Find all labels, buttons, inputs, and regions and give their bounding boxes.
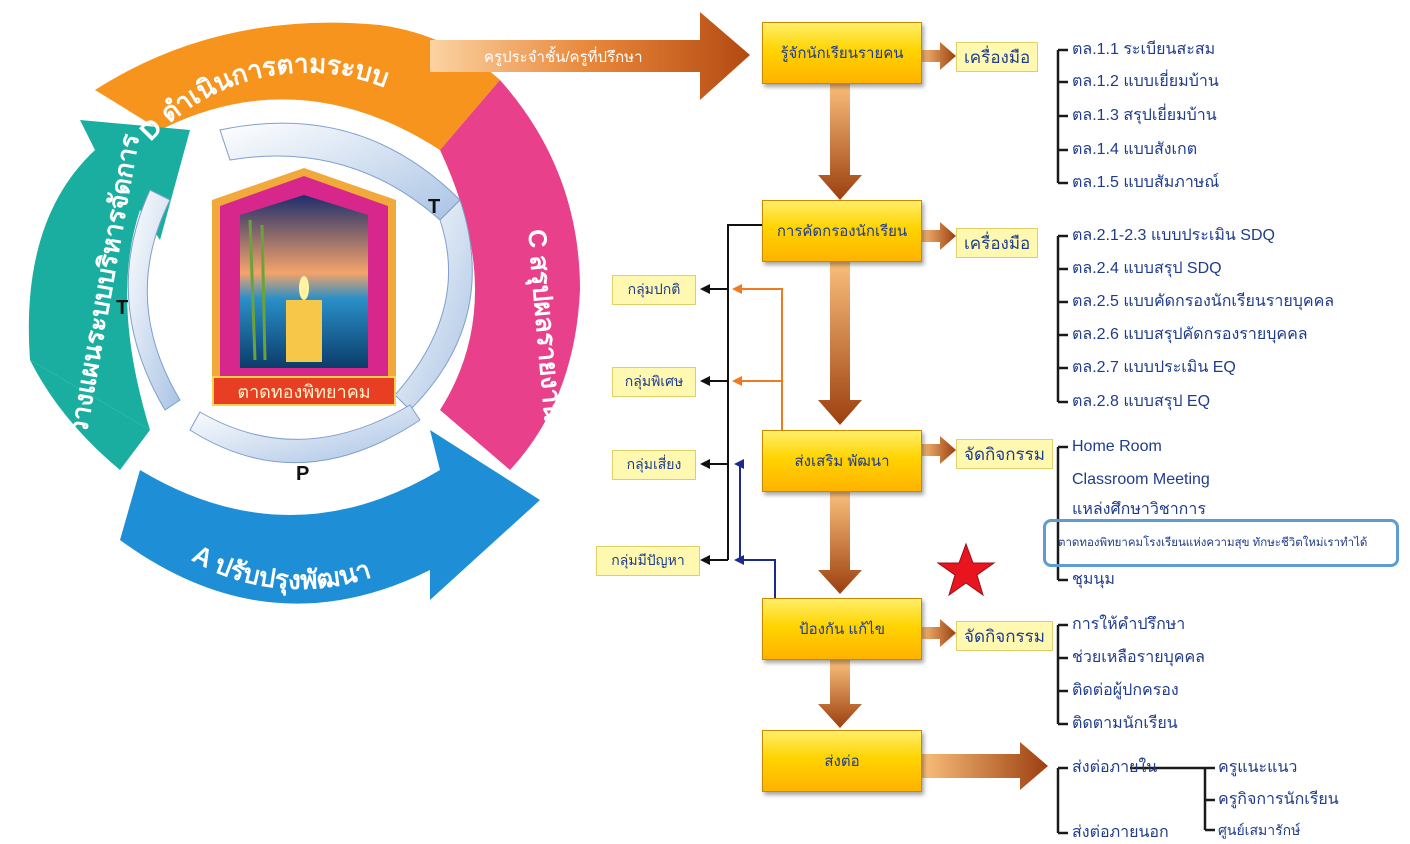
list-item: ตล.1.4 แบบสังเกต — [1072, 141, 1198, 158]
group-problem: กลุ่มมีปัญหา — [596, 546, 700, 576]
letter-t-top: T — [428, 196, 441, 218]
tag-tools-1: เครื่องมือ — [956, 42, 1039, 72]
inner-arc-bottom — [189, 404, 421, 464]
group-normal: กลุ่มปกติ — [612, 275, 696, 305]
refer-external: ส่งต่อภายนอก — [1072, 824, 1169, 841]
list-item: ตล.2.5 แบบคัดกรองนักเรียนรายบุคคล — [1072, 293, 1335, 310]
group-connectors-black — [706, 224, 762, 561]
school-logo — [212, 168, 396, 392]
flow-step-refer: ส่งต่อ — [762, 730, 922, 792]
big-arrow — [430, 12, 750, 100]
tag-activities-1: จัดกิจกรรม — [956, 439, 1054, 469]
list-item: ตล.2.4 แบบสรุป SDQ — [1072, 260, 1222, 277]
big-arrow-label: ครูประจำชั้น/ครูที่ปรึกษา — [484, 49, 643, 66]
list-item: ตล.1.2 แบบเยี่ยมบ้าน — [1072, 73, 1219, 90]
list-item: ตล.1.1 ระเบียนสะสม — [1072, 41, 1216, 58]
group-risk: กลุ่มเสี่ยง — [612, 450, 696, 480]
cycle-c-arc — [440, 80, 580, 470]
list-item: ตล.2.6 แบบสรุปคัดกรองรายบุคคล — [1072, 326, 1308, 343]
cycle-d-arc — [95, 22, 500, 150]
letter-t-left: T — [116, 297, 129, 319]
tag-activities-2: จัดกิจกรรม — [956, 621, 1054, 651]
list-item: แหล่งศึกษาวิชาการ — [1072, 501, 1206, 518]
group-connectors-orange — [738, 288, 783, 430]
list-item: ติดตามนักเรียน — [1072, 715, 1178, 732]
flow-step-promote: ส่งเสริม พัฒนา — [762, 430, 922, 492]
flow-step-screening: การคัดกรองนักเรียน — [762, 200, 922, 262]
logo-caption: ตาดทองพิทยาคม — [212, 376, 396, 406]
highlight-box — [1043, 519, 1399, 567]
group-special: กลุ่มพิเศษ — [612, 367, 696, 397]
letter-p-bottom: P — [296, 463, 310, 485]
refer-internal: ส่งต่อภายใน — [1072, 759, 1158, 776]
list-item: Classroom Meeting — [1072, 471, 1210, 488]
cycle-a-arc — [120, 430, 540, 604]
list-item: ตล.2.8 แบบสรุป EQ — [1072, 393, 1211, 410]
inner-arc-left — [127, 189, 181, 411]
highlighted-activity: ตาดทองพิทยาคมโรงเรียนแห่งความสุข ทักษะชี… — [1058, 537, 1368, 549]
refer-target: ครูแนะแนว — [1218, 759, 1298, 776]
list-item: การให้คำปรึกษา — [1072, 616, 1186, 633]
flow-arrows-right — [920, 42, 1048, 790]
list-item: Home Room — [1072, 438, 1162, 455]
refer-target: ครูกิจการนักเรียน — [1218, 791, 1339, 808]
list-item: ติดต่อผู้ปกครอง — [1072, 682, 1179, 699]
flow-step-know-students: รู้จักนักเรียนรายคน — [762, 22, 922, 84]
list-item: ช่วยเหลือรายบุคคล — [1072, 649, 1205, 666]
refer-target: ศูนย์เสมารักษ์ — [1218, 822, 1301, 838]
list-item: ตล.1.5 แบบสัมภาษณ์ — [1072, 174, 1220, 191]
star-icon — [936, 542, 996, 597]
flow-arrows-down — [818, 82, 862, 728]
list-item: ชุมนุม — [1072, 571, 1115, 588]
tag-tools-2: เครื่องมือ — [956, 228, 1039, 258]
flow-step-prevent: ป้องกัน แก้ไข — [762, 598, 922, 660]
list-brackets — [1056, 48, 1215, 835]
list-item: ตล.2.1-2.3 แบบประเมิน SDQ — [1072, 227, 1275, 244]
list-item: ตล.1.3 สรุปเยี่ยมบ้าน — [1072, 107, 1217, 124]
list-item: ตล.2.7 แบบประเมิน EQ — [1072, 359, 1236, 376]
inner-arc-right — [394, 199, 473, 411]
